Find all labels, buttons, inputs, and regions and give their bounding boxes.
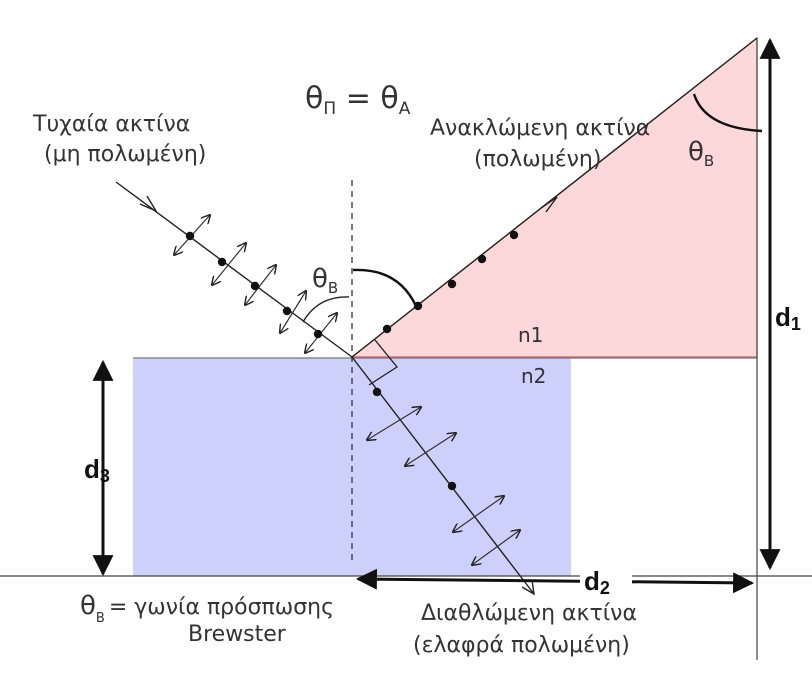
reflected-label-line1: Ανακλώμενη ακτίνα (430, 116, 650, 141)
theta-b-incident: θB (312, 264, 338, 297)
incident-ray-arrow (139, 195, 158, 213)
angle-arc-reflected (352, 268, 418, 307)
refracted-label-line2: (ελαφρά πολωμένη) (413, 633, 630, 658)
angle-equation: θΠ = θA (305, 81, 411, 119)
refracted-label-line1: Διαθλώμενη ακτίνα (421, 601, 637, 626)
reflected-polarization (382, 230, 519, 334)
legend-line2: Brewster (188, 622, 287, 647)
angle-arc-top (692, 93, 763, 133)
incident-label-line1: Τυχαία ακτίνα (32, 112, 190, 137)
legend-line1: θB= γωνία πρόσπωσης (80, 591, 334, 626)
refracted-polarization (367, 387, 520, 565)
d3-label: d3 (84, 454, 110, 486)
reflected-label-line2: (πολωμένη) (474, 147, 601, 172)
incident-label-line2: (μη πολωμένη) (44, 142, 206, 167)
n1-label: n1 (518, 323, 543, 347)
theta-b-top: θB (688, 137, 714, 170)
incident-polarization (174, 215, 337, 353)
d2-arrow (355, 568, 755, 594)
d1-label: d1 (775, 302, 801, 334)
right-angle-mark (368, 339, 398, 386)
reflected-ray-arrow (540, 196, 558, 213)
d2-label: d2 (584, 566, 610, 598)
n2-label: n2 (521, 364, 546, 388)
angle-arc-incident (302, 296, 350, 323)
